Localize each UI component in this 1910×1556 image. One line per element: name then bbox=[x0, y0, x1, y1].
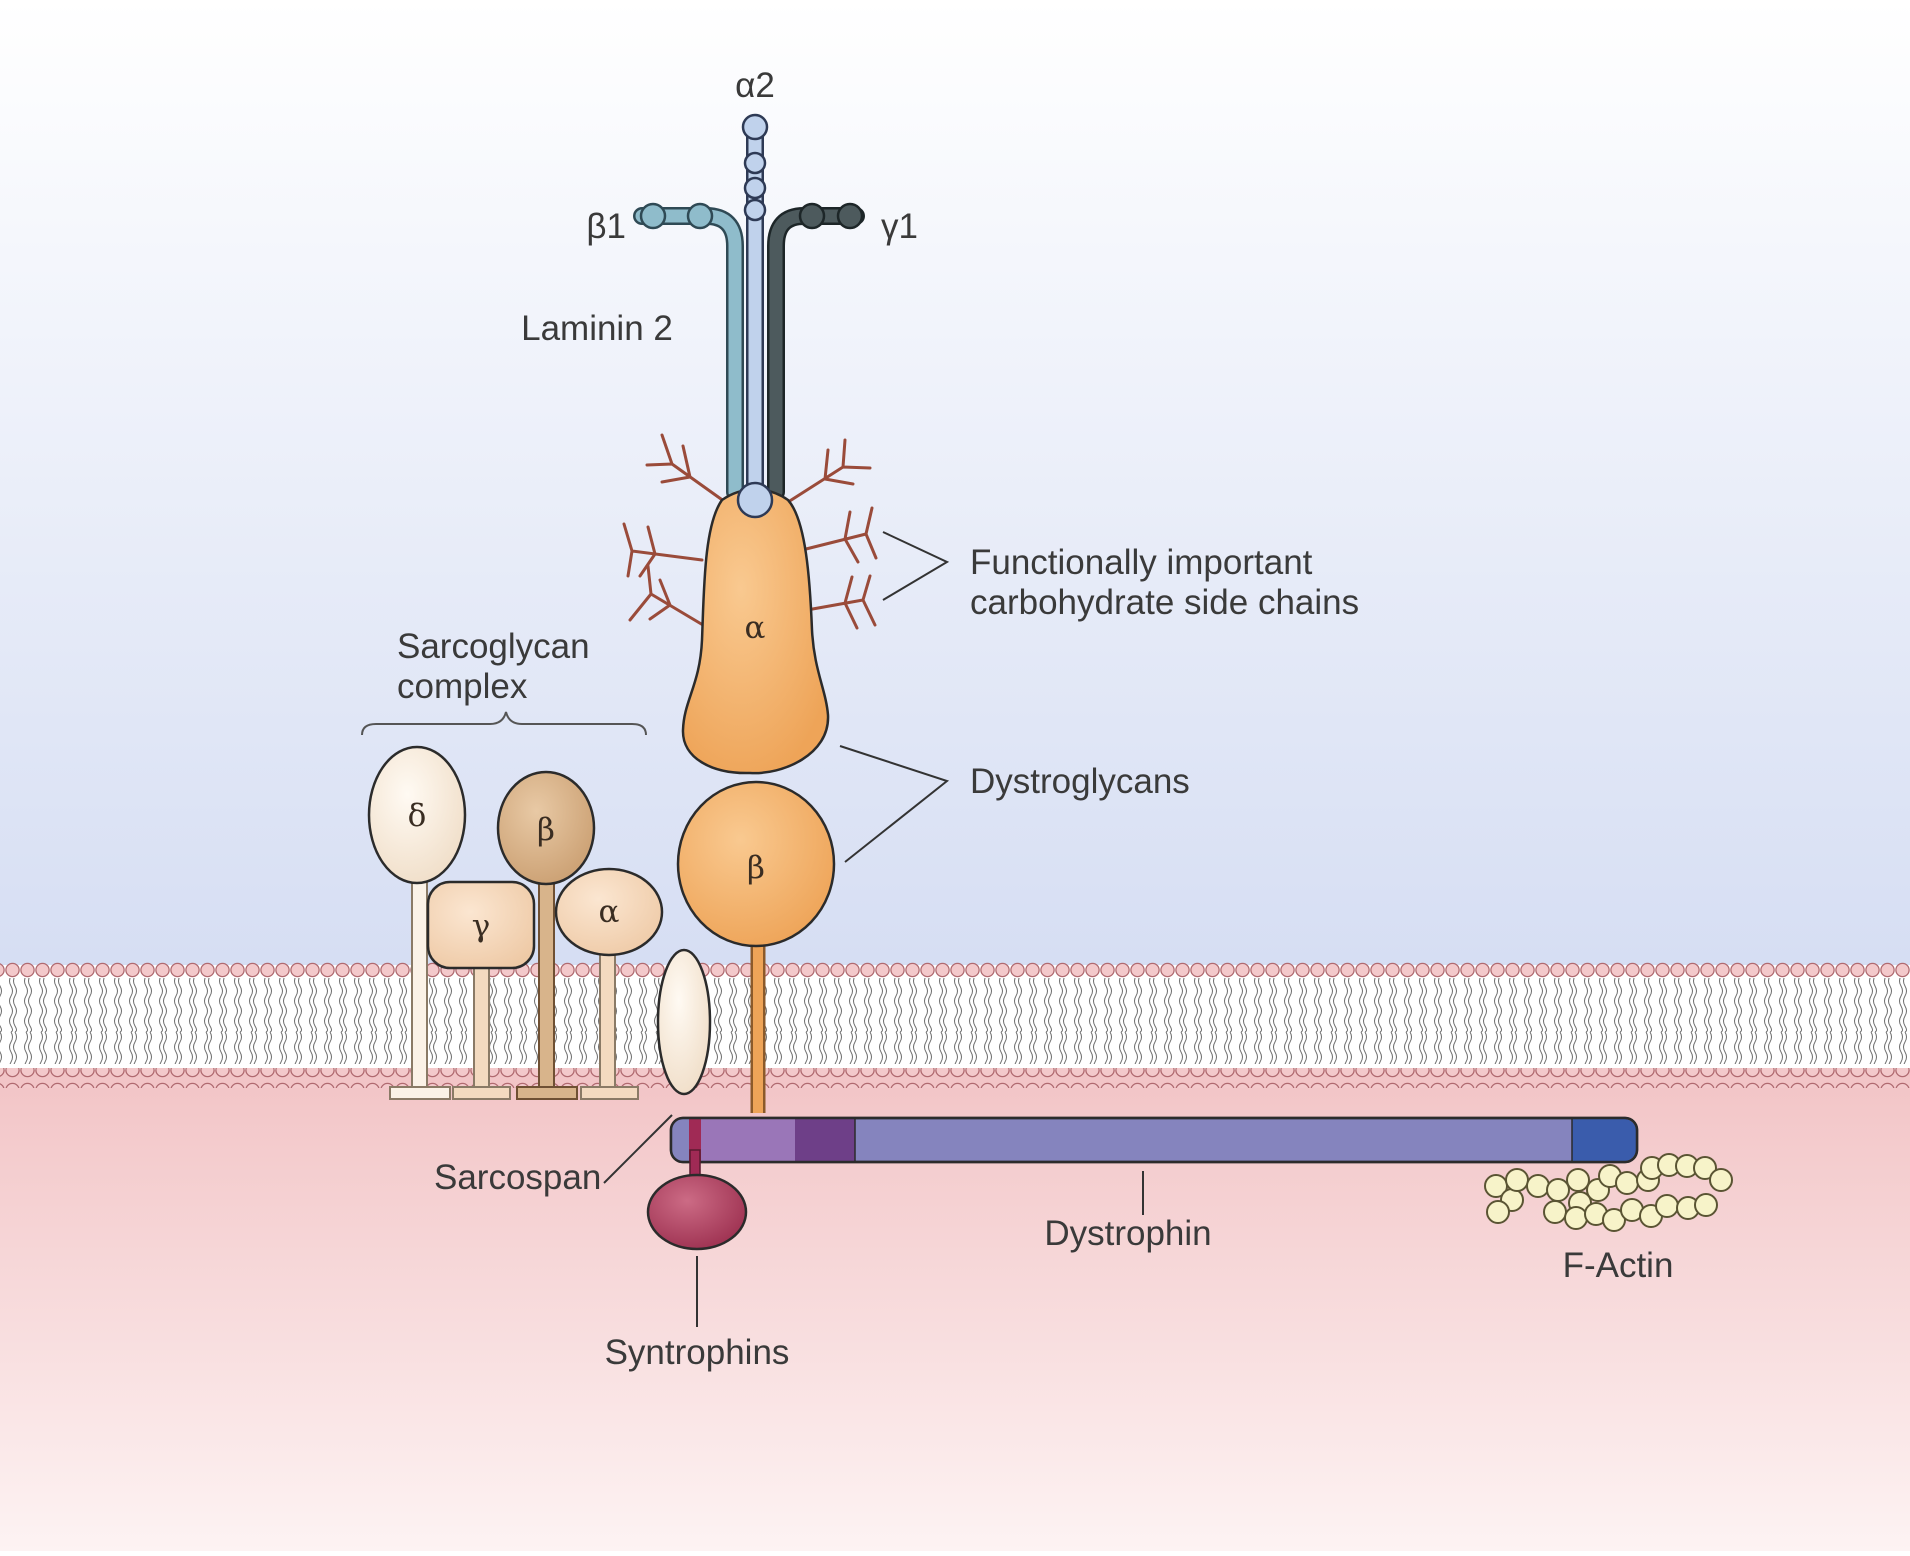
delta-sarcoglycan bbox=[367, 745, 467, 885]
dystrophin-label: Dystrophin bbox=[1044, 1214, 1211, 1253]
laminin-2-label: Laminin 2 bbox=[521, 309, 673, 348]
sarcoglycan-label-line2: complex bbox=[397, 667, 528, 706]
alpha-sarcoglycan bbox=[554, 867, 664, 957]
dystroglycans-label: Dystroglycans bbox=[970, 762, 1190, 801]
gamma-sarcoglycan bbox=[426, 880, 536, 970]
sarcospan bbox=[656, 948, 712, 1096]
delta-sarcoglycan-label: δ bbox=[408, 798, 427, 834]
laminin-alpha2-label: α2 bbox=[735, 66, 775, 105]
f-actin bbox=[1484, 1153, 1733, 1232]
laminin-beta1-label: β1 bbox=[586, 207, 626, 246]
alpha-dystroglycan bbox=[681, 488, 830, 775]
laminin-2 bbox=[633, 113, 865, 509]
dystrophin bbox=[669, 1116, 1639, 1164]
alpha-sarcoglycan-label: α bbox=[599, 894, 620, 930]
carbohydrate-label-line2: carbohydrate side chains bbox=[970, 583, 1359, 622]
syntrophins-label: Syntrophins bbox=[605, 1333, 790, 1372]
sarcoglycan-complex: δ β α γ bbox=[367, 745, 664, 1100]
sarcoglycan-brace bbox=[361, 711, 647, 736]
beta-dystroglycan bbox=[676, 780, 836, 948]
beta-dystroglycan-label: β bbox=[747, 850, 765, 886]
f-actin-label: F-Actin bbox=[1563, 1246, 1674, 1285]
carbohydrate-label-line1: Functionally important bbox=[970, 543, 1313, 582]
lipid-bilayer bbox=[0, 962, 1910, 1088]
alpha-dystroglycan-label: α bbox=[745, 610, 766, 646]
syntrophins bbox=[646, 1173, 748, 1251]
laminin-gamma1-label: γ1 bbox=[881, 207, 918, 246]
sarcoglycan-label-line1: Sarcoglycan bbox=[397, 627, 590, 666]
leader-lines bbox=[603, 531, 1144, 1327]
beta-sarcoglycan-label: β bbox=[537, 812, 555, 848]
sarcospan-label: Sarcospan bbox=[434, 1158, 601, 1197]
gamma-sarcoglycan-label: γ bbox=[472, 908, 491, 944]
beta-sarcoglycan bbox=[496, 770, 596, 886]
carbohydrate-side-chains bbox=[622, 433, 878, 630]
extracellular-space bbox=[0, 0, 1910, 965]
